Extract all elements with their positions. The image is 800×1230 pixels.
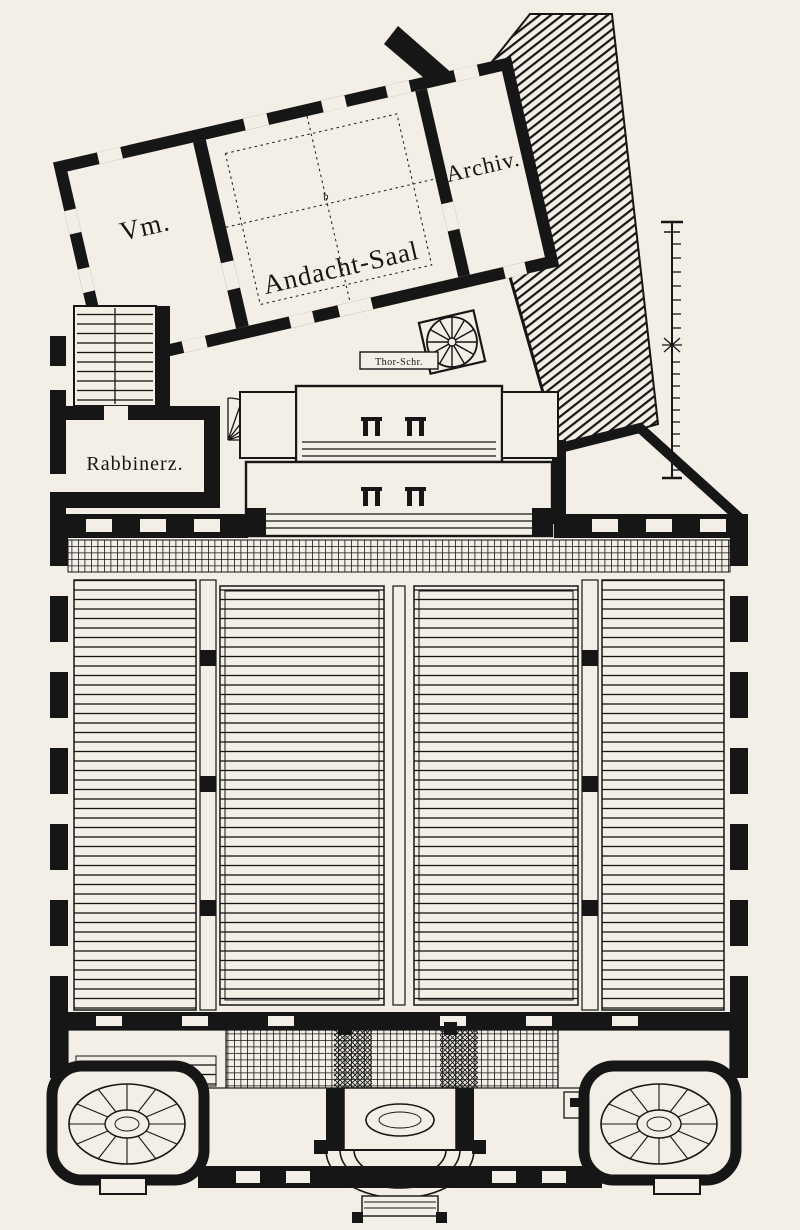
mosaic-floor xyxy=(225,1029,559,1089)
main-hall-walls xyxy=(50,514,748,1030)
room-label-rabbiner: Rabbinerz. xyxy=(86,453,183,475)
scale-bar xyxy=(661,220,683,480)
ark-columns xyxy=(361,417,426,436)
straight-stair xyxy=(73,305,157,407)
label-torah-shrine: Thor-Schr. xyxy=(375,357,423,368)
pew-bank-right-outer xyxy=(601,579,725,1011)
entrance-oval xyxy=(365,1103,435,1137)
rabbiner-room: Rabbinerz. xyxy=(50,406,220,508)
oval-stair-right xyxy=(578,1060,742,1195)
center-aisle-strip xyxy=(392,585,406,1006)
pew-bank-left-outer xyxy=(73,579,197,1011)
center-mark: b xyxy=(322,190,331,203)
oval-stair-left xyxy=(46,1060,210,1195)
pew-bank-right-inner xyxy=(413,585,579,1006)
main-hall-interior xyxy=(67,538,731,1012)
pew-bank-left-inner xyxy=(219,585,385,1006)
entrance-portal xyxy=(314,1087,486,1223)
annex-wing: Vm. Andacht-Saal Archiv. b xyxy=(53,56,560,372)
bottom-wall xyxy=(198,1166,602,1188)
hall-columns xyxy=(200,650,598,916)
spiral-stair xyxy=(417,309,487,375)
bimah-columns xyxy=(361,487,426,506)
bimah-platform xyxy=(244,460,554,538)
ceiling-dotted-lines xyxy=(224,113,436,306)
left-wing-walls xyxy=(50,306,170,516)
torah-ark-platform: Thor-Schr. xyxy=(239,351,559,464)
gallery-strip-right xyxy=(581,579,599,1011)
right-connection-walls xyxy=(552,422,748,526)
transverse-mosaic-aisle xyxy=(67,539,731,573)
gallery-strip-left xyxy=(199,579,217,1011)
